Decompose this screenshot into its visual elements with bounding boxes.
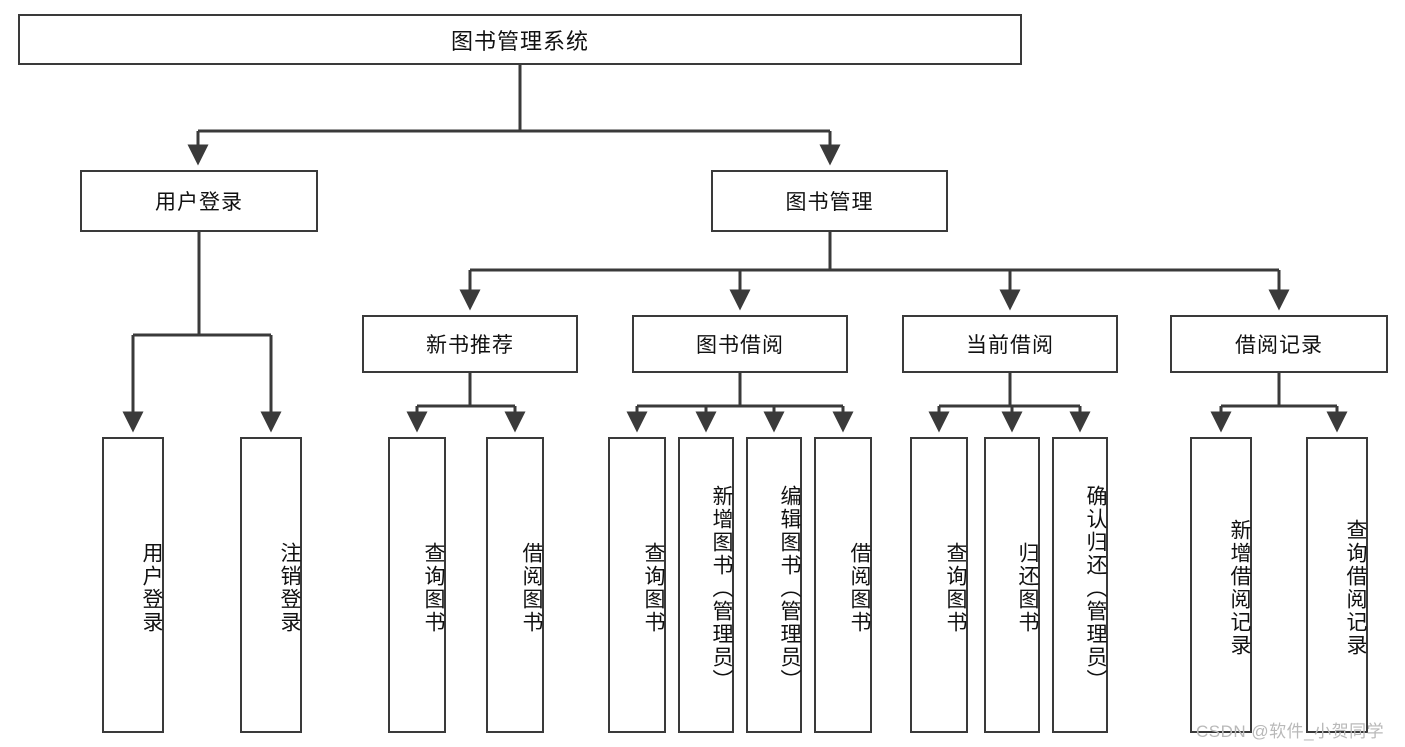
node-user-login-label: 用户登录 bbox=[155, 191, 243, 214]
node-borrow-record[interactable]: 借阅记录 bbox=[1170, 315, 1388, 373]
node-root-label: 图书管理系统 bbox=[450, 28, 589, 54]
node-current-borrow[interactable]: 当前借阅 bbox=[902, 315, 1118, 373]
node-leaf-query-book-borrow[interactable]: 查询图书 bbox=[608, 437, 666, 733]
node-leaf-confirm-return[interactable]: 确认归还（管理员） bbox=[1052, 437, 1108, 733]
node-leaf-query-book-current[interactable]: 查询图书 bbox=[910, 437, 968, 733]
node-book-borrow[interactable]: 图书借阅 bbox=[632, 315, 848, 373]
node-leaf-query-book-borrow-label: 查询图书 bbox=[642, 542, 665, 634]
node-leaf-add-book[interactable]: 新增图书（管理员） bbox=[678, 437, 734, 733]
node-leaf-query-borrow-record[interactable]: 查询借阅记录 bbox=[1306, 437, 1368, 733]
node-book-borrow-label: 图书借阅 bbox=[696, 334, 784, 357]
node-leaf-edit-book[interactable]: 编辑图书（管理员） bbox=[746, 437, 802, 733]
node-leaf-return-book[interactable]: 归还图书 bbox=[984, 437, 1040, 733]
node-current-borrow-label: 当前借阅 bbox=[966, 334, 1054, 357]
node-leaf-user-logout-label: 注销登录 bbox=[278, 542, 301, 634]
node-leaf-query-book-rec-label: 查询图书 bbox=[422, 542, 445, 634]
node-user-login[interactable]: 用户登录 bbox=[80, 170, 318, 232]
node-leaf-borrow-book-rec[interactable]: 借阅图书 bbox=[486, 437, 544, 733]
node-root[interactable]: 图书管理系统 bbox=[18, 14, 1022, 65]
node-leaf-borrow-book-label: 借阅图书 bbox=[848, 542, 871, 634]
node-leaf-user-login-label: 用户登录 bbox=[140, 542, 163, 634]
node-leaf-add-borrow-record[interactable]: 新增借阅记录 bbox=[1190, 437, 1252, 733]
node-book-manage-label: 图书管理 bbox=[785, 191, 874, 214]
node-leaf-borrow-book[interactable]: 借阅图书 bbox=[814, 437, 872, 733]
node-leaf-confirm-return-label: 确认归还（管理员） bbox=[1084, 484, 1107, 692]
node-leaf-borrow-book-rec-label: 借阅图书 bbox=[520, 542, 543, 634]
node-leaf-user-login[interactable]: 用户登录 bbox=[102, 437, 164, 733]
node-leaf-user-logout[interactable]: 注销登录 bbox=[240, 437, 302, 733]
node-leaf-query-book-current-label: 查询图书 bbox=[944, 542, 967, 634]
node-leaf-add-borrow-record-label: 新增借阅记录 bbox=[1228, 519, 1251, 657]
csdn-watermark: CSDN @软件_小贺同学 bbox=[1196, 722, 1385, 741]
node-borrow-record-label: 借阅记录 bbox=[1235, 334, 1323, 357]
node-new-book-recommend-label: 新书推荐 bbox=[426, 334, 514, 357]
node-leaf-query-book-rec[interactable]: 查询图书 bbox=[388, 437, 446, 733]
node-leaf-edit-book-label: 编辑图书（管理员） bbox=[778, 484, 801, 692]
node-leaf-query-borrow-record-label: 查询借阅记录 bbox=[1344, 519, 1367, 657]
node-leaf-return-book-label: 归还图书 bbox=[1016, 542, 1039, 634]
node-book-manage[interactable]: 图书管理 bbox=[711, 170, 948, 232]
node-leaf-add-book-label: 新增图书（管理员） bbox=[710, 484, 733, 692]
node-new-book-recommend[interactable]: 新书推荐 bbox=[362, 315, 578, 373]
